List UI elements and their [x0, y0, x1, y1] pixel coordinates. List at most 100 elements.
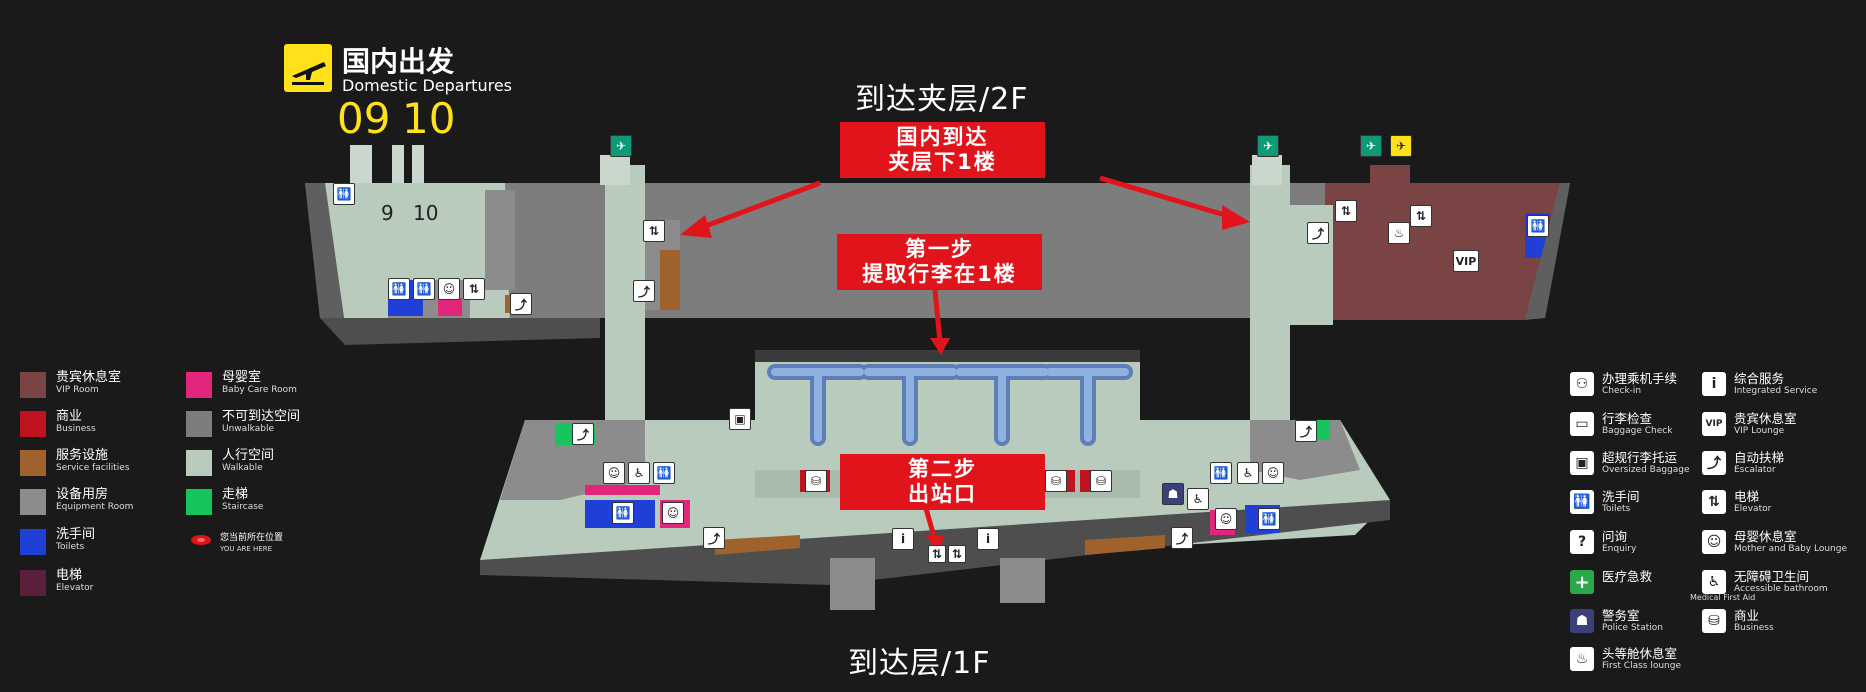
service-label: 商业	[1734, 608, 1760, 623]
service-label-en: Elevator	[1734, 504, 1772, 514]
toilets-icon: 🚻	[413, 278, 435, 300]
service-item: ♨ 头等舱休息室 First Class lounge	[1570, 646, 1681, 672]
legend-item: 走梯 Staircase	[186, 487, 263, 515]
legend-label-en: Elevator	[56, 583, 94, 593]
business-icon: ⛁	[1702, 609, 1726, 633]
baby-lounge-icon: ☺	[662, 502, 684, 524]
legend-label-en: Walkable	[222, 463, 263, 473]
vip-icon: VIP	[1453, 250, 1479, 272]
service-item: 🚻 洗手间 Toilets	[1570, 489, 1640, 515]
callout-domestic-arrivals-line2: 夹层下1楼	[888, 150, 997, 174]
plane-departure-icon: ✈	[1390, 135, 1412, 157]
service-label: 行李检查	[1602, 411, 1653, 426]
stairs-icon: ✈	[610, 135, 632, 157]
service-label: 超规行李托运	[1602, 450, 1678, 465]
legend-label: 设备用房	[56, 487, 109, 502]
callout-step-1: 第一步 提取行李在1楼	[837, 234, 1042, 290]
escalator-icon: ⤴	[510, 293, 532, 315]
service-label-en: Baggage Check	[1602, 426, 1673, 436]
legend-label-en: VIP Room	[56, 385, 99, 395]
elevator-icon: ⇅	[1335, 200, 1357, 222]
service-item: ⚇ 办理乘机手续 Check-in	[1570, 371, 1677, 397]
service-label: 母婴休息室	[1734, 529, 1797, 544]
legend-label-en: Staircase	[222, 502, 264, 512]
legend-item: 母婴室 Baby Care Room	[186, 370, 297, 398]
escalator-icon: ⤴	[1307, 222, 1329, 244]
stairs-icon: ✈	[1360, 135, 1382, 157]
legend-item: 设备用房 Equipment Room	[20, 487, 133, 515]
service-item: ☺ 母婴休息室 Mother and Baby Lounge	[1702, 529, 1847, 555]
first-class-lounge-icon: ♨	[1570, 647, 1594, 671]
baby-lounge-icon: ☺	[1215, 508, 1237, 530]
service-label-en: VIP Lounge	[1734, 426, 1785, 436]
you-are-here-label-en: YOU ARE HERE	[220, 545, 273, 553]
service-label-en: Mother and Baby Lounge	[1734, 544, 1848, 554]
legend-swatch	[20, 529, 46, 555]
service-label-en: Toilets	[1602, 504, 1631, 514]
service-item: ☗ 警务室 Police Station	[1570, 608, 1663, 634]
legend-label-en: Business	[56, 424, 96, 434]
toilets-icon: 🚻	[1527, 215, 1549, 237]
service-label: 头等舱休息室	[1602, 646, 1678, 661]
service-label-en: Accessible bathroom	[1734, 584, 1828, 594]
vip-icon: VIP	[1702, 412, 1726, 436]
elevator-icon: ⇅	[948, 545, 966, 563]
legend-label-en: Equipment Room	[56, 502, 134, 512]
legend-swatch	[186, 489, 212, 515]
business-icon: ⛁	[1090, 470, 1112, 492]
service-item: ♿ 无障碍卫生间 Accessible bathroom	[1702, 569, 1828, 595]
first-class-lounge-icon: ♨	[1388, 222, 1410, 244]
service-label: 警务室	[1602, 608, 1640, 623]
floor-label-ground: 到达层/1F	[848, 646, 991, 681]
toilets-icon: 🚻	[333, 183, 355, 205]
service-item: i 综合服务 Integrated Service	[1702, 371, 1817, 397]
police-icon: ☗	[1162, 483, 1184, 505]
service-label: 办理乘机手续	[1602, 371, 1678, 386]
service-item: ▣ 超规行李托运 Oversized Baggage	[1570, 450, 1690, 476]
departures-title-en: Domestic Departures	[342, 76, 512, 95]
legend-label: 服务设施	[56, 448, 109, 463]
callout-domestic-arrivals-line1: 国内到达	[896, 125, 989, 149]
info-icon: i	[892, 528, 914, 550]
legend-item: 洗手间 Toilets	[20, 527, 95, 555]
elevator-icon: ⇅	[928, 545, 946, 563]
oversized-baggage-icon: ▣	[1570, 451, 1594, 475]
service-item: ⛁ 商业 Business	[1702, 608, 1774, 634]
service-label-en: Integrated Service	[1734, 386, 1818, 396]
floor-label-mezzanine: 到达夹层/2F	[855, 82, 1029, 117]
legend-label-en: Service facilities	[56, 463, 130, 473]
gate-number-09: 09	[337, 94, 391, 143]
stairs-icon: ⤴	[1295, 420, 1317, 442]
service-label-en: Enquiry	[1602, 544, 1637, 554]
service-label: 贵宾休息室	[1734, 411, 1797, 426]
business-icon: ⛁	[805, 470, 827, 492]
legend-swatch	[20, 372, 46, 398]
legend-label-en: Unwalkable	[222, 424, 274, 434]
legend-item: 人行空间 Walkable	[186, 448, 274, 476]
callout-step-1-line2: 提取行李在1楼	[862, 262, 1017, 286]
business-icon: ⛁	[1045, 470, 1067, 492]
legend-swatch	[186, 411, 212, 437]
gate-number-10: 10	[402, 94, 456, 143]
service-label-en: Check-in	[1602, 386, 1642, 396]
you-are-here-label: 您当前所在位置	[220, 533, 284, 543]
oversized-baggage-icon: ▣	[729, 408, 751, 430]
legend-label-en: Baby Care Room	[222, 385, 297, 395]
service-label-en: Police Station	[1602, 623, 1663, 633]
accessible-icon: ♿	[1187, 488, 1209, 510]
service-item: ? 问询 Enquiry	[1570, 529, 1636, 555]
callout-step-2-line2: 出站口	[908, 482, 977, 506]
baggage-check-icon: ▭	[1570, 412, 1594, 436]
departures-title-zh: 国内出发	[342, 45, 455, 78]
gate-label-9: 9	[381, 201, 394, 225]
toilets-icon: 🚻	[1210, 462, 1232, 484]
legend-label: 电梯	[56, 568, 83, 583]
legend-label: 人行空间	[222, 448, 275, 463]
service-item: VIP 贵宾休息室 VIP Lounge	[1702, 411, 1797, 437]
service-item: ⤴ 自动扶梯 Escalator	[1702, 450, 1784, 476]
service-label: 问询	[1602, 529, 1628, 544]
legend-swatch	[186, 372, 212, 398]
toilets-icon: 🚻	[388, 278, 410, 300]
escalator-icon: ⤴	[703, 527, 725, 549]
info-icon: i	[1702, 372, 1726, 396]
